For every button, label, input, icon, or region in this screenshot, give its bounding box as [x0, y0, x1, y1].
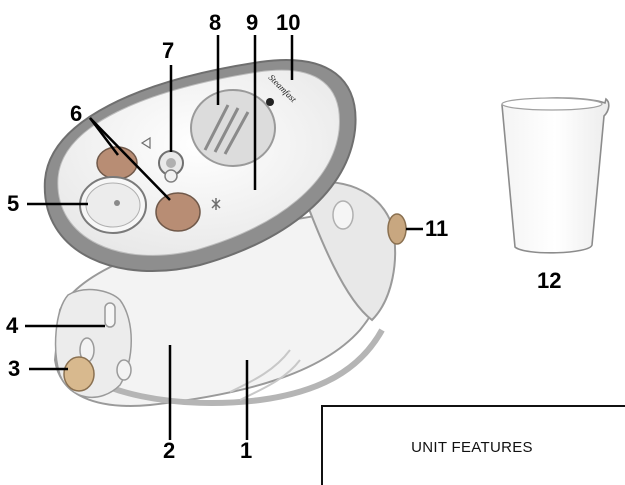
side-button [387, 213, 407, 245]
button-3 [63, 356, 95, 392]
unit-features-title: UNIT FEATURES [411, 439, 533, 456]
callout-11: 11 [425, 216, 449, 241]
callout-12: 12 [537, 268, 562, 293]
brand-logo [266, 98, 274, 106]
button-6b [155, 192, 201, 232]
callout-4: 4 [6, 313, 19, 338]
dial-8 [190, 89, 276, 167]
iron-diagram: Steamfast [25, 35, 610, 440]
callout-2: 2 [163, 438, 176, 463]
leader-lines [25, 35, 423, 440]
callout-3: 3 [8, 356, 21, 381]
measuring-cup [501, 97, 610, 254]
callout-1: 1 [240, 438, 253, 463]
callout-10: 10 [276, 10, 301, 35]
switch-4 [104, 302, 116, 328]
callout-5: 5 [7, 191, 20, 216]
unit-features-box: UNIT FEATURES [321, 405, 625, 485]
callout-6: 6 [70, 101, 83, 126]
handle-front [54, 288, 132, 399]
leader-6b [89, 117, 171, 201]
callout-8: 8 [209, 10, 222, 35]
top-shell [43, 59, 357, 273]
callout-9: 9 [246, 10, 259, 35]
callout-7: 7 [162, 38, 175, 63]
